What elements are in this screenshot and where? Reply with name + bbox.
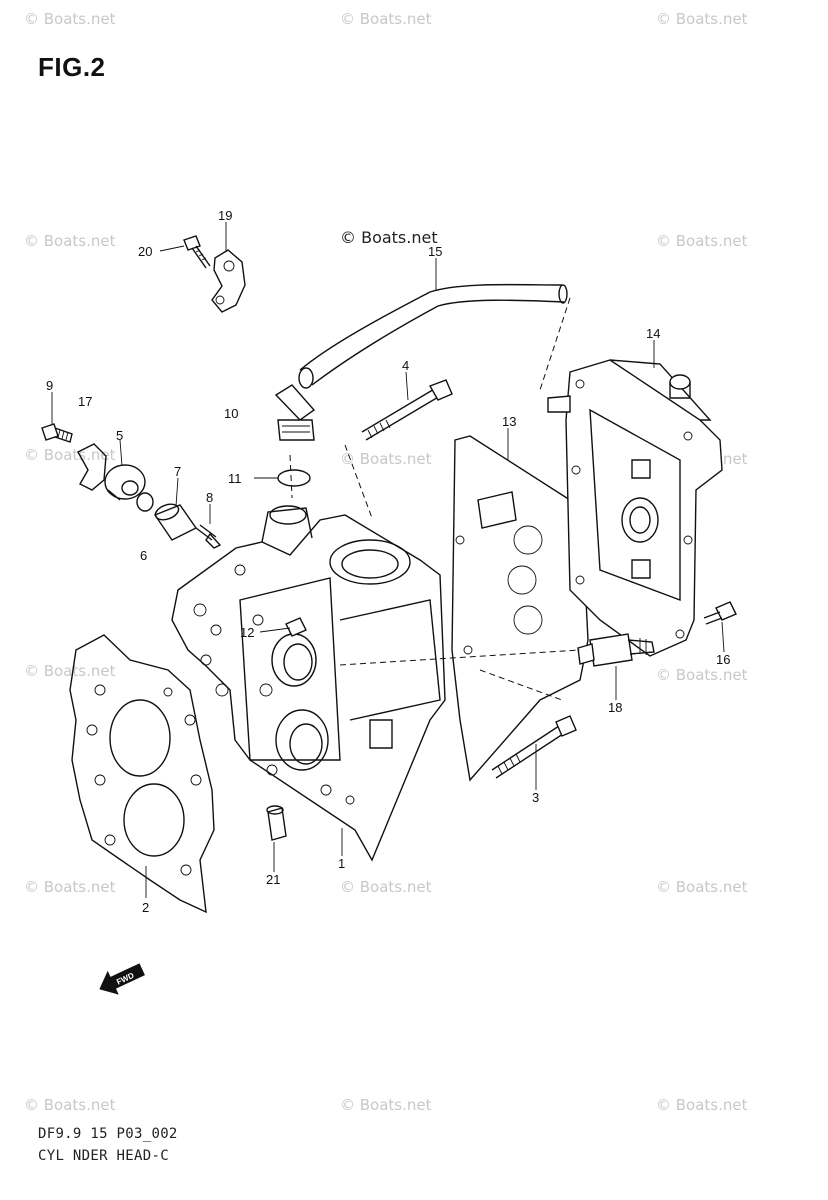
part-oring-11[interactable] (277, 469, 311, 487)
callout-8: 8 (206, 490, 213, 505)
part-bolt-16[interactable] (703, 601, 737, 625)
forward-direction-arrow: FWD (99, 963, 145, 995)
watermark: © Boats.net (24, 662, 116, 680)
watermark: © Boats.net (656, 10, 748, 28)
watermark: © Boats.net (340, 1096, 432, 1114)
watermark: © Boats.net (656, 878, 748, 896)
part-clamp-17[interactable] (77, 443, 107, 491)
callout-21: 21 (266, 872, 280, 887)
callout-19: 19 (218, 208, 232, 223)
part-bolt-20[interactable] (183, 235, 211, 269)
callout-7: 7 (174, 464, 181, 479)
callout-1: 1 (338, 856, 345, 871)
assembly-line (539, 297, 571, 391)
part-sleeve-7[interactable] (153, 501, 198, 541)
part-bolt-3[interactable] (491, 715, 577, 779)
watermark-center: © Boats.net (340, 228, 438, 247)
part-sensor-18[interactable] (577, 633, 655, 667)
assembly-line (344, 444, 373, 519)
watermark: © Boats.net (24, 878, 116, 896)
watermark: © Boats.net (340, 10, 432, 28)
footer-name: CYL NDER HEAD-C (38, 1148, 169, 1164)
watermark: © Boats.net (24, 232, 116, 250)
callout-2: 2 (142, 900, 149, 915)
callout-20: 20 (138, 244, 152, 259)
callout-18: 18 (608, 700, 622, 715)
part-stud-21[interactable] (266, 805, 287, 841)
watermark: © Boats.net (340, 450, 432, 468)
watermark: © Boats.net (24, 10, 116, 28)
assembly-line (289, 454, 293, 499)
direction-label: FWD (115, 971, 136, 987)
callout-12: 12 (240, 625, 254, 640)
callout-4: 4 (402, 358, 409, 373)
watermark: © Boats.net (24, 1096, 116, 1114)
figure-title: FIG.2 (38, 52, 106, 82)
part-head-gasket[interactable] (69, 634, 215, 914)
watermark: © Boats.net (340, 878, 432, 896)
part-bolt-4[interactable] (361, 379, 453, 441)
part-bolt-9[interactable] (41, 423, 73, 443)
part-fitting-10[interactable] (274, 384, 316, 441)
part-oring-6[interactable] (136, 492, 154, 512)
watermark: © Boats.net (24, 446, 116, 464)
callout-13: 13 (502, 414, 516, 429)
callout-17: 17 (78, 394, 92, 409)
watermark: © Boats.net (656, 232, 748, 250)
callout-16: 16 (716, 652, 730, 667)
callout-11: 11 (228, 471, 242, 486)
assembly-line (479, 669, 563, 701)
part-screw-8[interactable] (195, 524, 222, 549)
callout-5: 5 (116, 428, 123, 443)
part-cylinder-head[interactable] (171, 505, 446, 862)
callout-labels: 1 2 3 4 5 6 7 8 9 10 11 12 13 14 15 16 1… (46, 208, 730, 915)
callout-6: 6 (140, 548, 147, 563)
callout-14: 14 (646, 326, 660, 341)
callout-15: 15 (428, 244, 442, 259)
watermark: © Boats.net (656, 1096, 748, 1114)
watermark: © Boats.net (656, 666, 748, 684)
part-hose[interactable] (298, 283, 568, 389)
part-bracket[interactable] (211, 249, 246, 313)
part-grommet-5[interactable] (104, 464, 146, 501)
callout-3: 3 (532, 790, 539, 805)
footer-code: DF9.9 15 P03_002 (38, 1126, 178, 1142)
callout-9: 9 (46, 378, 53, 393)
assembly-line (339, 649, 581, 666)
callout-10: 10 (224, 406, 238, 421)
leader-lines (51, 222, 725, 898)
part-head-cover[interactable] (547, 359, 723, 657)
